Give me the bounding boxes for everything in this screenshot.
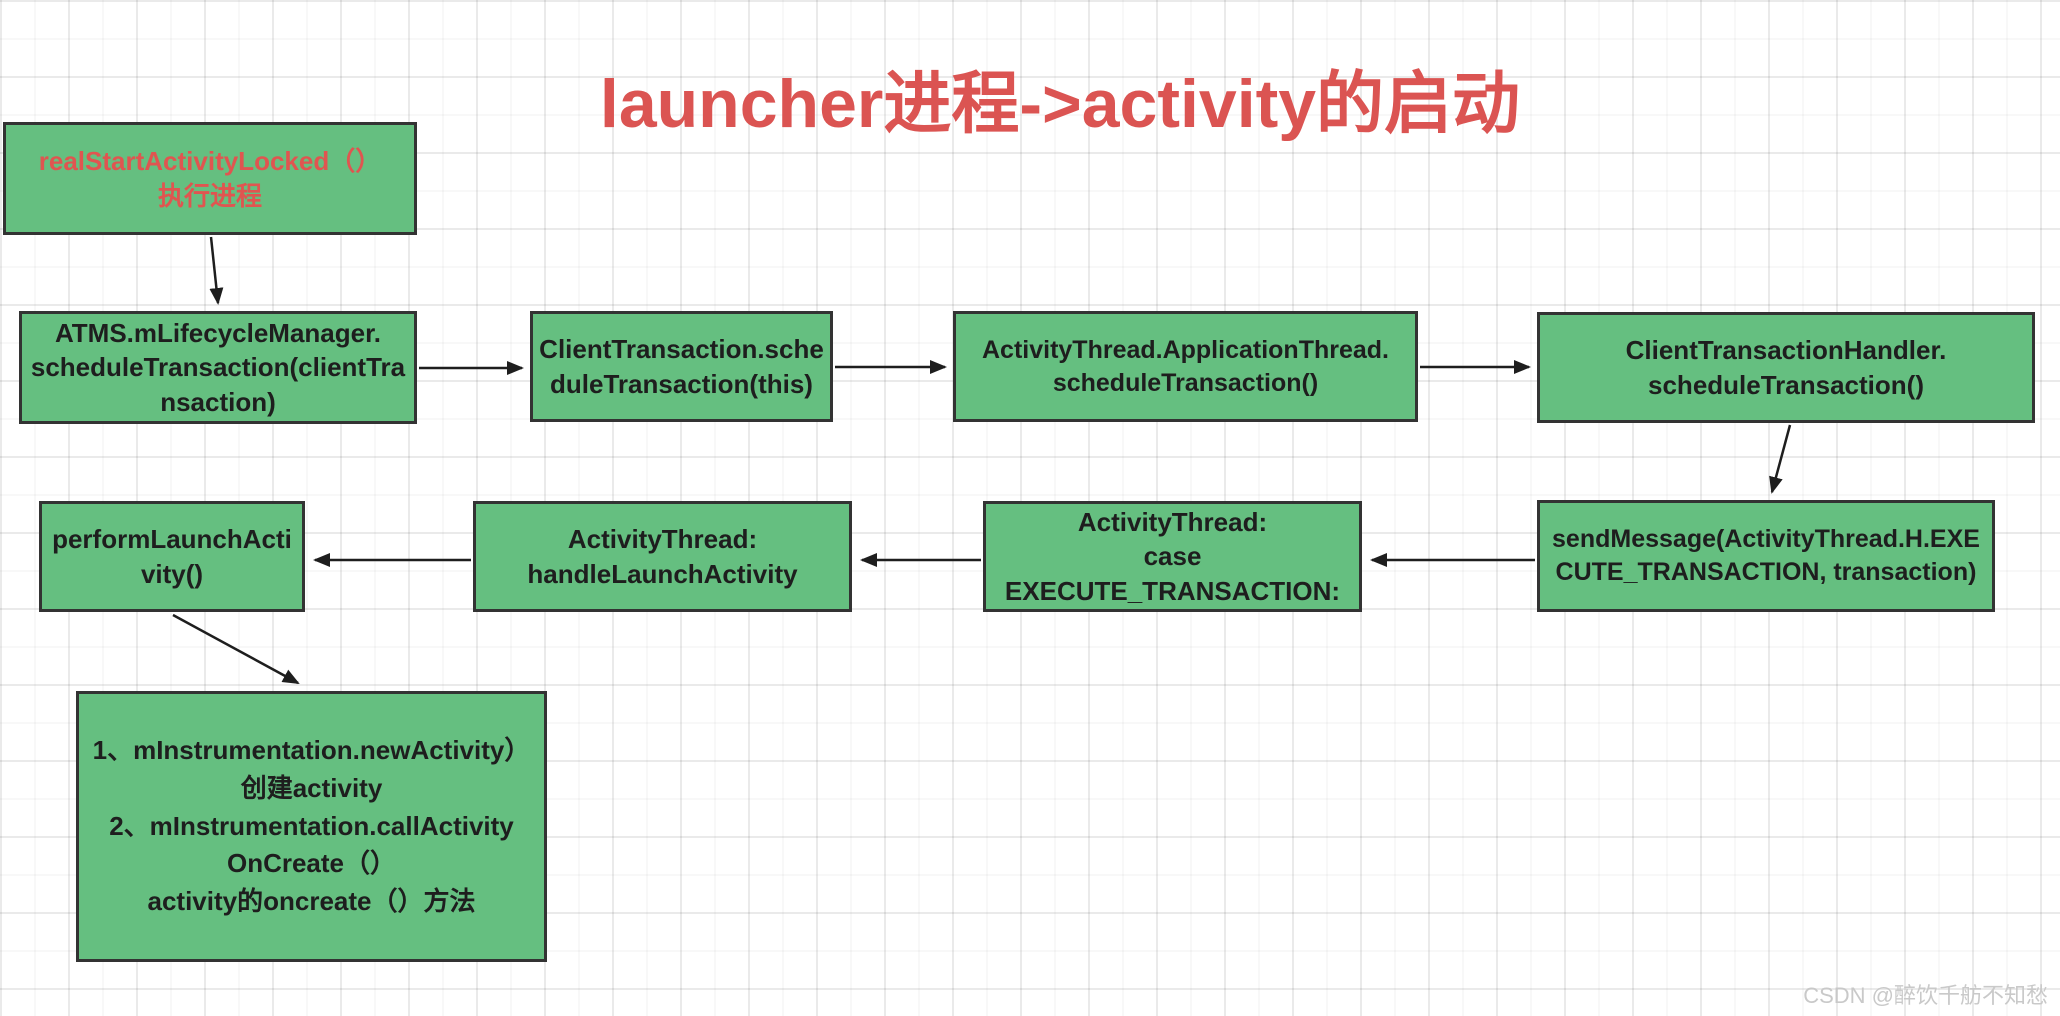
node-client-transaction-handler: ClientTransactionHandler. scheduleTransa… xyxy=(1537,312,2035,423)
node-real-start-activity-locked: realStartActivityLocked（） 执行进程 xyxy=(3,122,417,235)
diagram-title: launcher进程->activity的启动 xyxy=(599,66,1521,142)
node-send-message: sendMessage(ActivityThread.H.EXE CUTE_TR… xyxy=(1537,500,1995,612)
node-instrumentation-steps: 1、mInstrumentation.newActivity） 创建activi… xyxy=(76,691,547,962)
csdn-watermark: CSDN @醉饮千舫不知愁 xyxy=(1803,983,2048,1008)
node-activity-thread-case: ActivityThread: case EXECUTE_TRANSACTION… xyxy=(983,501,1362,612)
node-application-thread-schedule: ActivityThread.ApplicationThread. schedu… xyxy=(953,311,1418,422)
node-atms-schedule-transaction: ATMS.mLifecycleManager. scheduleTransact… xyxy=(19,311,417,424)
node-perform-launch-activity: performLaunchActi vity() xyxy=(39,501,305,612)
arrow-a-to-b xyxy=(209,236,224,305)
arrow-e-to-f xyxy=(1769,424,1792,494)
arrow-i-to-j xyxy=(172,613,300,685)
node-handle-launch-activity: ActivityThread: handleLaunchActivity xyxy=(473,501,852,612)
node-client-transaction-schedule: ClientTransaction.sche duleTransaction(t… xyxy=(530,311,833,422)
